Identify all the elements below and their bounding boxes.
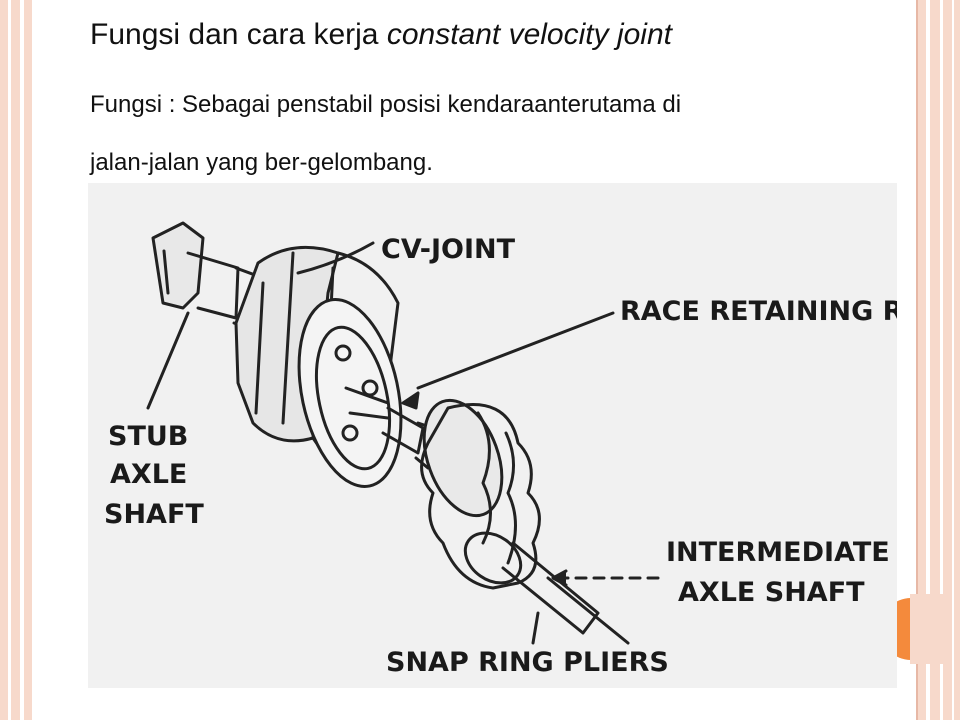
body-line-2: jalan-jalan yang ber-gelombang.	[90, 149, 433, 176]
label-intermediate-line-1: INTERMEDIATE	[666, 537, 890, 568]
label-snap-ring-pliers: SNAP RING PLIERS	[386, 647, 669, 678]
cv-joint-diagram: CV-JOINT RACE RETAINING RING STUB AXLE S…	[88, 183, 897, 688]
intermediate-shaft-drawing	[381, 406, 630, 645]
label-stub-line-3: SHAFT	[104, 499, 204, 530]
slide-body: Fungsi : Sebagai penstabil posisi kendar…	[90, 76, 898, 192]
slide-title: Fungsi dan cara kerja constant velocity …	[90, 18, 890, 52]
label-intermediate-line-2: AXLE SHAFT	[678, 577, 865, 608]
label-race-retaining-ring: RACE RETAINING RING	[620, 296, 897, 327]
label-stub-line-1: STUB	[108, 421, 188, 452]
right-border-line	[916, 0, 918, 720]
body-line-1: Fungsi : Sebagai penstabil posisi kendar…	[90, 91, 682, 118]
label-cv-joint: CV-JOINT	[381, 234, 516, 265]
title-prefix: Fungsi dan cara kerja	[90, 18, 387, 51]
title-emphasis: constant velocity joint	[386, 18, 672, 51]
leader-lines	[146, 241, 660, 645]
label-stub-line-2: AXLE	[110, 459, 187, 490]
cv-joint-housing-drawing	[234, 245, 403, 488]
diagram-svg: CV-JOINT RACE RETAINING RING STUB AXLE S…	[104, 221, 897, 678]
boot-drawing	[420, 398, 541, 590]
left-decorative-border	[0, 0, 32, 720]
